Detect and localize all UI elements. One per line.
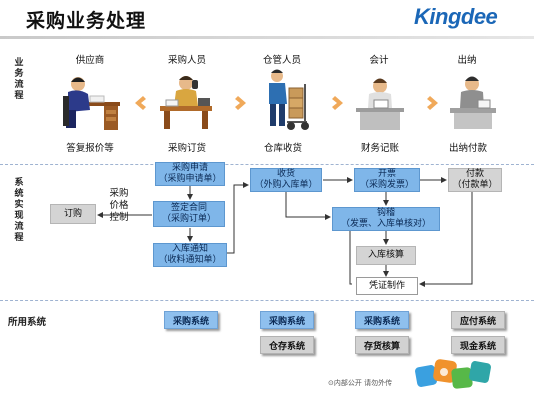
order-box: 订购 <box>50 204 96 224</box>
sign-contract-label: 签定合同 <box>170 203 207 213</box>
purchase-request-box: 采购申请 （采购申请单） <box>155 162 225 186</box>
system-purchase-2: 采购系统 <box>260 311 314 329</box>
page-title: 采购业务处理 <box>26 10 147 32</box>
title-underline <box>0 36 534 39</box>
action-warehouse: 仓库收货 <box>263 143 302 154</box>
role-cashier: 出纳 <box>457 55 477 66</box>
role-supplier: 供应商 <box>75 55 105 66</box>
system-cash: 现金系统 <box>451 336 505 354</box>
chevron-right-icon-2 <box>332 96 343 110</box>
sign-contract-box: 签定合同 （采购订单） <box>153 201 225 227</box>
system-purchase-1: 采购系统 <box>164 311 218 329</box>
supplier-desk-figure <box>63 77 120 130</box>
hook-label: 钩稽 <box>376 208 395 218</box>
invoice-doc: （采购发票） <box>359 180 414 190</box>
price-control-text: 采购 价格 控制 <box>100 188 138 224</box>
invoice-box: 开票 （采购发票） <box>354 168 420 192</box>
decorative-tiles-icon <box>415 359 491 389</box>
price-control-label: 采购 价格 控制 <box>109 188 129 223</box>
divider-bottom <box>0 300 534 301</box>
action-cashier: 出纳付款 <box>448 143 487 154</box>
hook-box: 钩稽 （发票、入库单核对） <box>332 207 440 231</box>
label-system-flow: 系统实现流程 <box>14 178 24 243</box>
voucher-label: 凭证制作 <box>368 280 405 291</box>
role-purchaser: 采购人员 <box>167 55 206 66</box>
system-purchase-3: 采购系统 <box>355 311 409 329</box>
inbound-accounting-box: 入库核算 <box>356 246 416 265</box>
sign-contract-doc: （采购订单） <box>161 214 216 224</box>
order-label: 订购 <box>63 208 82 219</box>
receipt-notice-box: 入库通知 （收料通知单） <box>153 243 227 267</box>
hook-doc: （发票、入库单核对） <box>340 219 431 229</box>
action-supplier: 答复报价等 <box>66 143 114 154</box>
receipt-notice-label: 入库通知 <box>171 244 208 254</box>
chevron-right-icon-1 <box>235 96 246 110</box>
purchase-request-label: 采购申请 <box>171 163 208 173</box>
purchaser-phone-figure <box>160 76 212 129</box>
payment-label: 付款 <box>465 169 484 179</box>
action-accountant: 财务记账 <box>360 143 399 154</box>
chevron-left-icon-1 <box>135 96 146 110</box>
receive-label: 收货 <box>276 169 295 179</box>
system-inventory-accounting: 存货核算 <box>355 336 409 354</box>
role-accountant: 会计 <box>369 55 389 66</box>
invoice-label: 开票 <box>377 169 396 179</box>
warehouse-handcart-figure <box>269 69 309 130</box>
receive-doc: （外购入库单） <box>254 180 318 190</box>
role-warehouse: 仓管人员 <box>262 55 301 66</box>
system-payables: 应付系统 <box>451 311 505 329</box>
purchase-request-doc: （采购申请单） <box>158 174 222 184</box>
action-purchaser: 采购订货 <box>167 143 206 154</box>
voucher-box: 凭证制作 <box>356 277 418 295</box>
inbound-accounting-label: 入库核算 <box>367 250 404 260</box>
footer-note: ⊙内部公开 请勿外传 <box>328 379 393 387</box>
receive-box: 收货 （外购入库单） <box>250 168 322 192</box>
label-systems-used: 所用系统 <box>8 317 47 328</box>
label-business-flow: 业务流程 <box>14 58 24 101</box>
divider-top <box>0 164 534 165</box>
cashier-figure <box>450 76 496 129</box>
chevron-right-icon-3 <box>427 96 438 110</box>
kingdee-logo: Kingdee <box>414 4 498 29</box>
receipt-notice-doc: （收料通知单） <box>158 255 222 265</box>
payment-box: 付款 （付款单） <box>448 168 502 192</box>
accountant-figure <box>356 78 404 130</box>
payment-doc: （付款单） <box>452 180 498 190</box>
system-warehouse: 仓存系统 <box>260 336 314 354</box>
